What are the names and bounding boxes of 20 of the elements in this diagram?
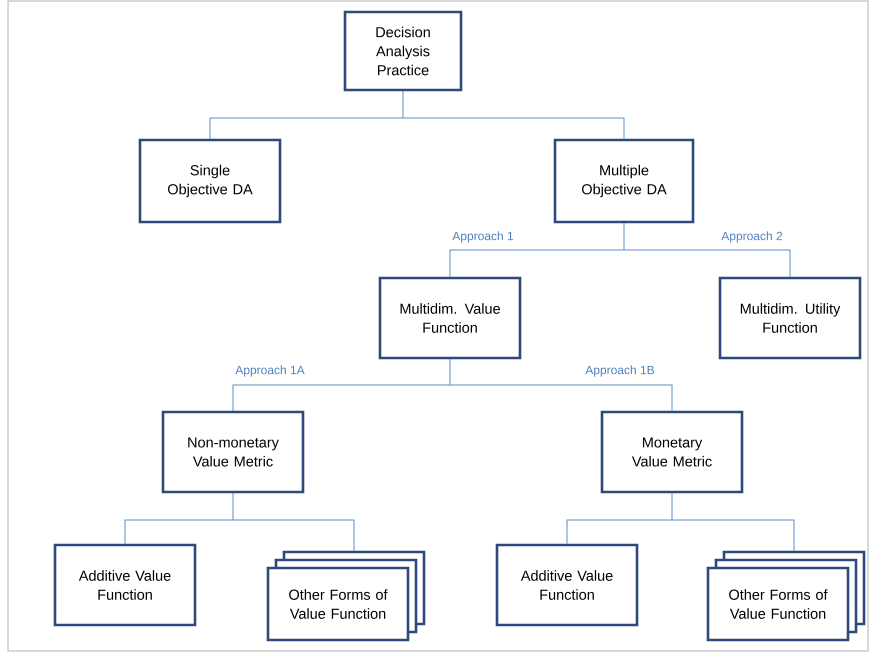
process-box: Single Objective DA	[138, 138, 282, 224]
connector	[672, 492, 794, 552]
process-box: Additive Value Function	[54, 544, 196, 626]
process-box: Non-monetary Value Metric	[162, 410, 304, 494]
process-box: Multidim. Value Function	[378, 276, 522, 360]
process-box: Multidim. Utility Function	[718, 276, 862, 360]
edge-label: Approach 2	[720, 230, 784, 244]
stacked-box: Other Forms of Value Function	[266, 550, 426, 642]
edge-label: Approach 1B	[584, 364, 656, 378]
process-box: Multiple Objective DA	[554, 138, 694, 224]
connector	[232, 492, 354, 552]
connector	[450, 358, 672, 412]
process-box: Additive Value Function	[496, 544, 638, 626]
process-box: Decision Analysis Practice	[344, 10, 462, 92]
connector	[624, 222, 790, 278]
connector	[402, 90, 624, 140]
process-box: Monetary Value Metric	[600, 410, 744, 494]
stacked-box: Other Forms of Value Function	[706, 550, 866, 642]
edge-label: Approach 1A	[234, 364, 306, 378]
edge-label: Approach 1	[451, 230, 515, 244]
